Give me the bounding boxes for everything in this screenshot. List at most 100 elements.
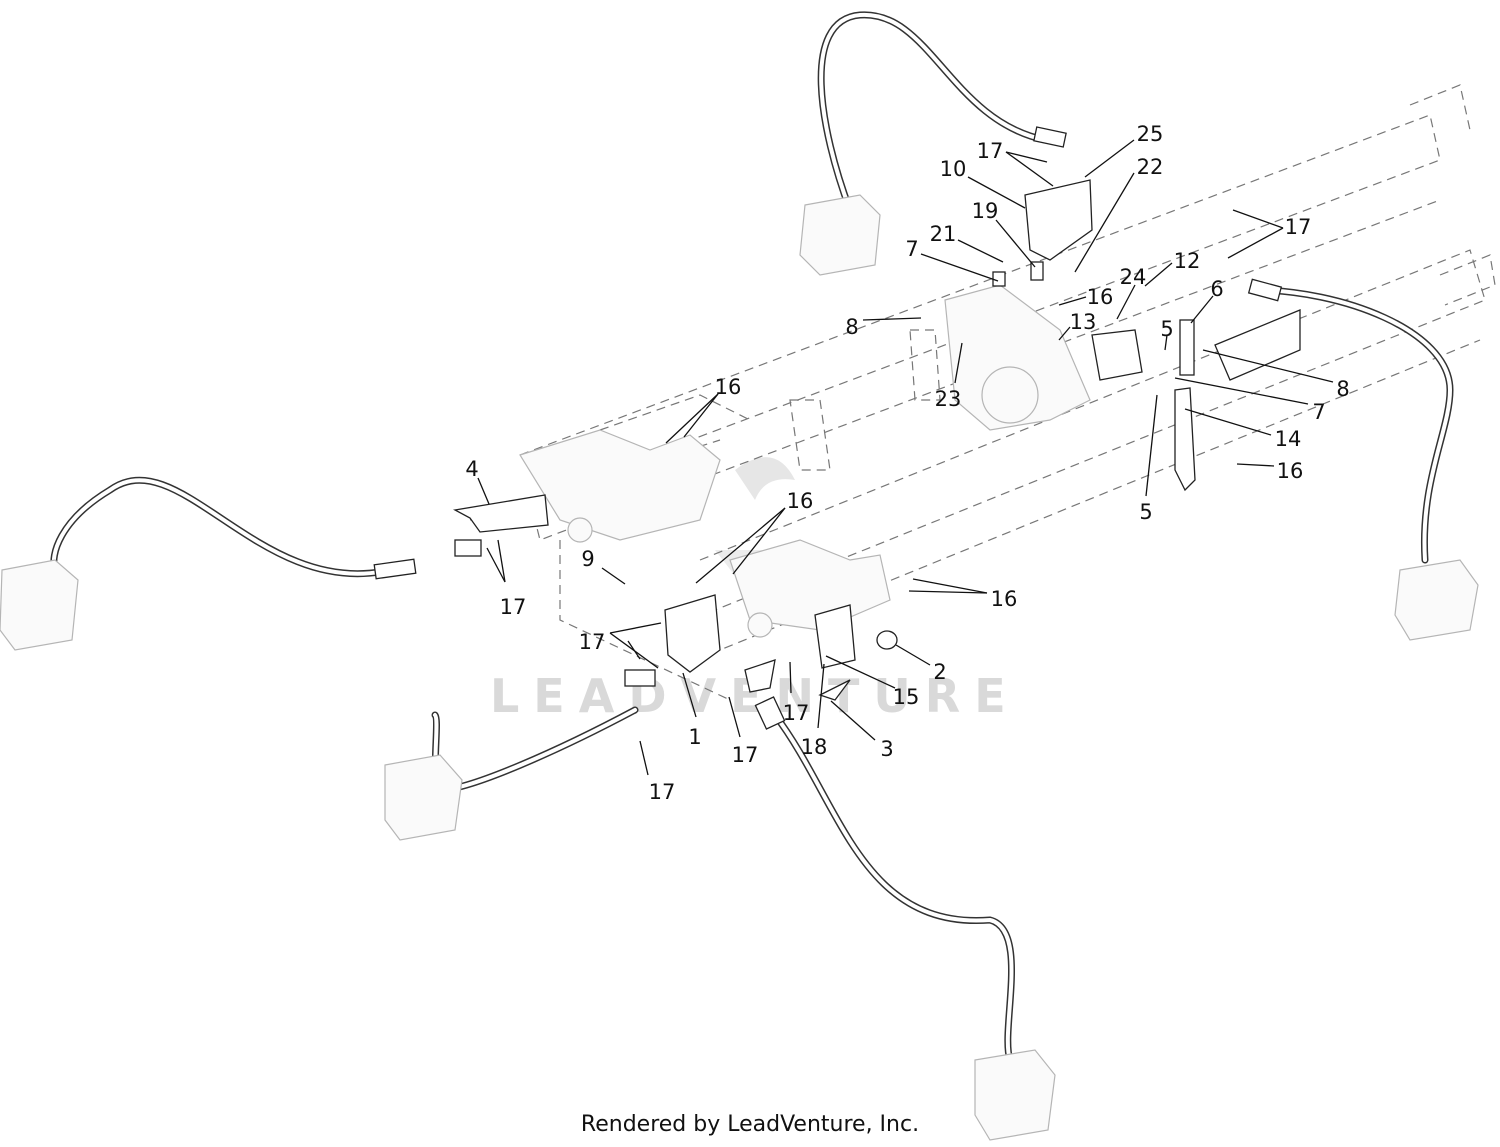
callout-c2: 2 <box>933 660 946 684</box>
leader-line-c18-0 <box>817 663 825 729</box>
callout-c16d: 16 <box>787 489 814 513</box>
leader-line-c17a-0 <box>1005 151 1048 163</box>
leader-line-c17b-1 <box>1227 227 1284 259</box>
leader-line-c17e-0 <box>789 661 792 694</box>
leader-line-c16e-1 <box>908 590 988 594</box>
callout-c21: 21 <box>930 222 957 246</box>
leader-line-c17b-0 <box>1232 209 1284 229</box>
callout-c12: 12 <box>1174 249 1201 273</box>
leader-line-c16d-1 <box>695 507 786 584</box>
callout-c17b: 17 <box>1285 215 1312 239</box>
wheel-motor-front-left <box>0 559 79 651</box>
callout-c16e: 16 <box>991 587 1018 611</box>
hose-fitting-17 <box>744 659 776 693</box>
harness-connector-6 <box>1179 319 1195 376</box>
leader-line-c17g-0 <box>639 740 649 776</box>
leader-line-c7b-0 <box>1174 377 1309 405</box>
leader-line-c14-0 <box>1184 408 1272 436</box>
callout-c1: 1 <box>688 725 701 749</box>
callout-c14: 14 <box>1275 427 1302 451</box>
hose-fitting-top <box>1033 126 1067 148</box>
wheel-motor-front-right <box>974 1049 1056 1141</box>
cable-bracket <box>1214 309 1301 381</box>
hose-fitting-bottom <box>754 696 786 730</box>
callout-c17c: 17 <box>500 595 527 619</box>
wheel-motor-rear-right <box>1394 559 1479 641</box>
hose-fitting-right <box>1247 278 1283 302</box>
leader-line-c24-0 <box>1116 284 1136 320</box>
leader-line-c1-0 <box>682 672 697 718</box>
leader-line-c17a-1 <box>1005 151 1054 187</box>
leader-line-c4-0 <box>477 477 490 505</box>
leader-line-c12-0 <box>1144 262 1173 287</box>
callout-leaders <box>477 139 1334 776</box>
wire-harness-14 <box>1174 387 1196 492</box>
leader-line-c17f-0 <box>728 696 741 738</box>
leader-line-c25-0 <box>1084 139 1135 178</box>
leader-line-c17c-1 <box>497 539 506 583</box>
callout-c17e: 17 <box>783 701 810 725</box>
rear-bracket-assembly <box>944 179 1301 492</box>
callout-c22: 22 <box>1137 155 1164 179</box>
callout-c4: 4 <box>465 457 478 481</box>
callout-c8a: 8 <box>845 315 858 339</box>
leader-line-c15-0 <box>825 655 896 689</box>
leader-line-c10-0 <box>967 176 1026 209</box>
hose-fitting-left <box>373 558 417 580</box>
leader-line-c7a-0 <box>920 253 999 282</box>
leader-line-c21-0 <box>957 239 1004 263</box>
callout-c25: 25 <box>1137 122 1164 146</box>
wheel-motor-front-center <box>384 754 463 841</box>
credit-text: Rendered by LeadVenture, Inc. <box>580 1112 920 1137</box>
leader-line-c16a-0 <box>1058 296 1087 306</box>
wheel-motor-rear-left <box>799 194 881 276</box>
leader-line-c6-0 <box>1190 295 1214 324</box>
module-24 <box>1091 329 1143 381</box>
grommet-2 <box>876 630 898 650</box>
callout-c7a: 7 <box>905 237 918 261</box>
callout-c18: 18 <box>801 735 828 759</box>
leader-line-c13-0 <box>1058 326 1071 341</box>
leader-line-c17c-0 <box>486 547 506 583</box>
callout-c17a: 17 <box>977 139 1004 163</box>
callout-c16a: 16 <box>1087 285 1114 309</box>
callout-c8b: 8 <box>1336 377 1349 401</box>
leader-line-c5b-0 <box>1145 394 1158 497</box>
callout-c9: 9 <box>581 547 594 571</box>
plate-15 <box>814 604 856 669</box>
callout-c7b: 7 <box>1312 400 1325 424</box>
leader-line-c16c-0 <box>1236 463 1275 467</box>
callout-c17f: 17 <box>732 743 759 767</box>
callout-c5b: 5 <box>1139 500 1152 524</box>
front-bracket-assembly <box>453 494 898 701</box>
leader-line-c16b-1 <box>683 393 719 438</box>
leader-line-c19-0 <box>995 219 1036 268</box>
leader-line-c8a-0 <box>862 317 922 321</box>
bracket-plate-1 <box>664 594 721 673</box>
callout-c6: 6 <box>1210 277 1223 301</box>
hydraulic-hoses <box>50 11 1454 1064</box>
leader-line-c17d-2 <box>627 640 641 660</box>
callout-c13: 13 <box>1070 310 1097 334</box>
clamp-block <box>454 539 482 557</box>
callout-c3: 3 <box>880 737 893 761</box>
callout-c17d: 17 <box>579 630 606 654</box>
callout-c17g: 17 <box>649 780 676 804</box>
leader-line-c2-0 <box>895 644 931 666</box>
leader-line-c23-0 <box>954 342 963 384</box>
wheel-motors <box>0 194 1479 1141</box>
callout-c10: 10 <box>940 157 967 181</box>
mount-plate-10 <box>1024 179 1093 261</box>
callout-c16b: 16 <box>715 375 742 399</box>
callout-c16c: 16 <box>1277 459 1304 483</box>
leader-line-c3-0 <box>830 700 876 741</box>
leader-line-c16e-0 <box>912 578 988 594</box>
leader-line-c16d-0 <box>732 507 786 575</box>
leader-line-c17d-0 <box>609 622 662 634</box>
leader-line-c9-0 <box>601 567 626 585</box>
hose-clamp-front <box>624 669 656 687</box>
leader-line-c22-0 <box>1074 172 1135 273</box>
callout-c15: 15 <box>893 685 920 709</box>
